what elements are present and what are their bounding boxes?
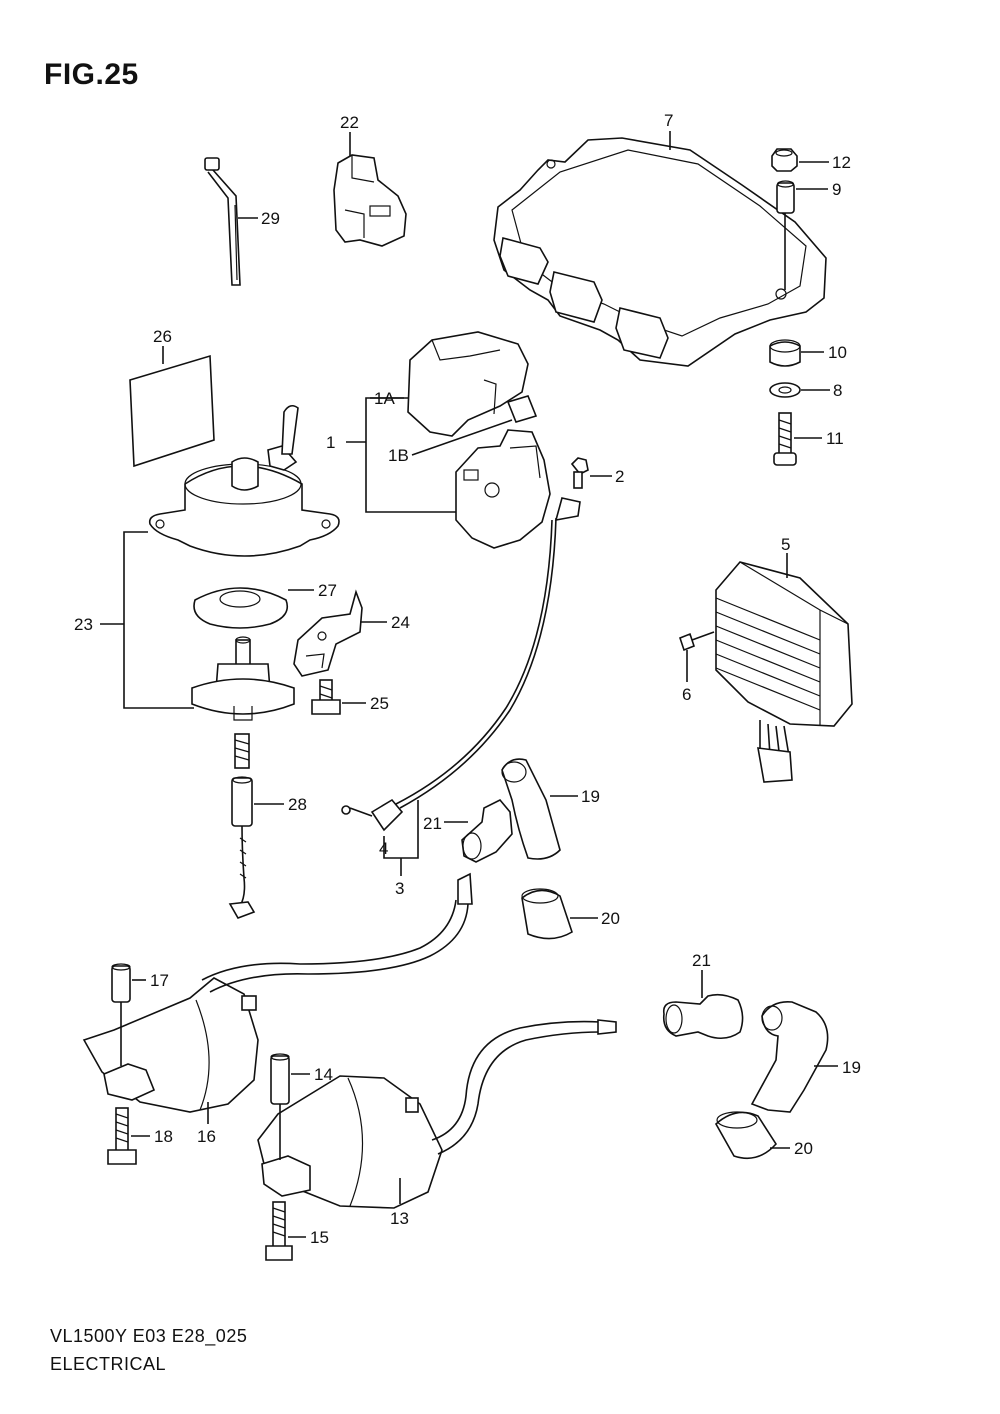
callout-11: 11 xyxy=(826,429,844,448)
callout-13: 13 xyxy=(390,1209,409,1228)
callout-19-lower: 19 xyxy=(842,1058,861,1077)
callout-24: 24 xyxy=(391,613,410,632)
callout-5: 5 xyxy=(781,535,790,554)
callout-26: 26 xyxy=(153,327,172,346)
figure-title: FIG.25 xyxy=(44,58,139,91)
callout-21-upper: 21 xyxy=(423,814,442,833)
part-13-ignition-coil[interactable] xyxy=(257,1019,617,1209)
part-3-ground-wire[interactable] xyxy=(341,497,581,832)
callout-12: 12 xyxy=(832,153,851,172)
callout-14: 14 xyxy=(314,1065,333,1084)
part-24-bracket[interactable] xyxy=(293,589,363,677)
part-21-boot-lower[interactable] xyxy=(662,993,744,1040)
callout-1: 1 xyxy=(326,433,335,452)
callout-10: 10 xyxy=(828,343,847,362)
part-28-lead-wire[interactable] xyxy=(228,776,256,919)
callout-25: 25 xyxy=(370,694,389,713)
section-name: ELECTRICAL xyxy=(50,1354,167,1374)
callout-1b: 1B xyxy=(388,446,409,465)
part-23-relay[interactable] xyxy=(148,404,340,557)
part-23-screw[interactable] xyxy=(234,733,250,769)
callout-17: 17 xyxy=(150,971,169,990)
part-29-cable-tie[interactable] xyxy=(204,157,241,286)
callout-29: 29 xyxy=(261,209,280,228)
callout-20-upper: 20 xyxy=(601,909,620,928)
part-12-nut[interactable] xyxy=(771,148,798,172)
callout-16: 16 xyxy=(197,1127,216,1146)
callout-15: 15 xyxy=(310,1228,329,1247)
part-27-seal[interactable] xyxy=(193,587,289,629)
part-25-screw[interactable] xyxy=(311,679,341,715)
part-7-ecm-unit[interactable] xyxy=(493,137,827,367)
callout-6: 6 xyxy=(682,685,691,704)
callout-20-lower: 20 xyxy=(794,1139,813,1158)
part-2-screw[interactable] xyxy=(570,457,589,489)
part-16-ignition-coil[interactable] xyxy=(82,872,473,1113)
callout-21-lower: 21 xyxy=(692,951,711,970)
callout-7: 7 xyxy=(664,111,673,130)
part-1-fuse-box-base[interactable] xyxy=(455,429,551,549)
part-20-seal-lower[interactable] xyxy=(714,1111,778,1160)
part-9-collar[interactable] xyxy=(776,180,795,214)
part-6-screw[interactable] xyxy=(679,631,715,652)
part-1b-fuse[interactable] xyxy=(506,395,538,423)
callout-4: 4 xyxy=(379,839,388,858)
callout-8: 8 xyxy=(833,381,842,400)
part-22-cover[interactable] xyxy=(333,154,407,247)
callout-2: 2 xyxy=(615,467,624,486)
callout-22: 22 xyxy=(340,113,359,132)
callout-19-upper: 19 xyxy=(581,787,600,806)
callout-3: 3 xyxy=(395,879,404,898)
part-23-plunger[interactable] xyxy=(191,636,295,721)
part-5-regulator[interactable] xyxy=(715,561,853,783)
callout-18: 18 xyxy=(154,1127,173,1146)
part-18-bolt[interactable] xyxy=(107,1107,137,1165)
callout-28: 28 xyxy=(288,795,307,814)
part-21-boot-upper[interactable] xyxy=(461,799,513,863)
part-14-collar[interactable] xyxy=(270,1053,290,1105)
part-19-plug-cap-upper[interactable] xyxy=(501,758,561,860)
part-1a-fuse-box-cover[interactable] xyxy=(407,331,529,437)
part-17-collar[interactable] xyxy=(111,963,131,1003)
model-code: VL1500Y E03 E28_025 xyxy=(50,1326,248,1346)
part-10-grommet[interactable] xyxy=(769,339,801,367)
callout-9: 9 xyxy=(832,180,841,199)
callout-23: 23 xyxy=(74,615,93,634)
callout-27: 27 xyxy=(318,581,337,600)
part-19-plug-cap-lower[interactable] xyxy=(750,1000,829,1113)
part-20-seal-upper[interactable] xyxy=(521,888,573,940)
part-8-washer[interactable] xyxy=(769,382,801,398)
part-15-bolt[interactable] xyxy=(265,1201,293,1261)
part-26-pad[interactable] xyxy=(129,354,215,468)
part-11-bolt[interactable] xyxy=(773,412,797,466)
